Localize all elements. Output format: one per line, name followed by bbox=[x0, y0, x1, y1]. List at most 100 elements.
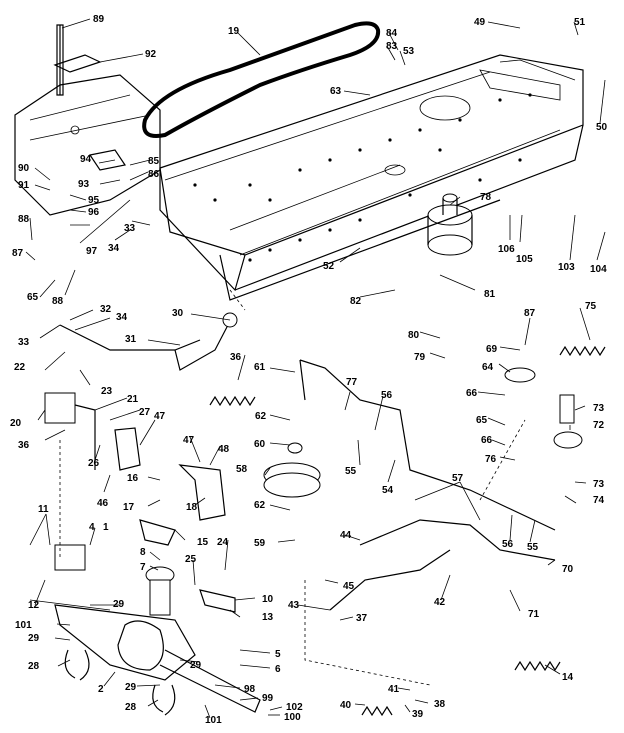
callout-106: 106 bbox=[498, 244, 515, 255]
callout-15: 15 bbox=[197, 537, 209, 548]
callout-59: 59 bbox=[254, 538, 266, 549]
callout-24: 24 bbox=[217, 537, 229, 548]
callout-13: 13 bbox=[262, 612, 274, 623]
callout-86: 86 bbox=[148, 169, 160, 180]
callout-34-b: 34 bbox=[116, 312, 128, 323]
callout-76: 76 bbox=[485, 454, 497, 465]
callout-29-b: 29 bbox=[28, 633, 40, 644]
callout-98: 98 bbox=[244, 684, 256, 695]
callout-41: 41 bbox=[388, 684, 400, 695]
callout-18: 18 bbox=[186, 502, 198, 513]
callout-72: 72 bbox=[593, 420, 605, 431]
callout-1: 1 bbox=[103, 522, 109, 533]
callout-19: 19 bbox=[228, 26, 240, 37]
callout-36-a: 36 bbox=[230, 352, 242, 363]
callout-46: 46 bbox=[97, 498, 109, 509]
callout-62-a: 62 bbox=[255, 411, 267, 422]
callout-16: 16 bbox=[127, 473, 139, 484]
callout-87-a: 87 bbox=[12, 248, 24, 259]
linkage-rods bbox=[59, 312, 556, 686]
callout-23: 23 bbox=[101, 386, 113, 397]
callout-101-b: 101 bbox=[205, 715, 222, 726]
callout-66-a: 66 bbox=[466, 388, 478, 399]
callout-21: 21 bbox=[127, 394, 139, 405]
callout-10: 10 bbox=[262, 594, 274, 605]
callout-79: 79 bbox=[414, 352, 426, 363]
callout-65-a: 65 bbox=[27, 292, 39, 303]
callout-labels: 89 92 19 84 83 53 49 51 63 50 94 85 90 9… bbox=[10, 14, 608, 726]
callout-62-b: 62 bbox=[254, 500, 266, 511]
callout-84: 84 bbox=[386, 28, 398, 39]
callout-34-a: 34 bbox=[108, 243, 120, 254]
callout-48: 48 bbox=[218, 444, 230, 455]
callout-32: 32 bbox=[100, 304, 112, 315]
callout-95: 95 bbox=[88, 195, 100, 206]
callout-57: 57 bbox=[452, 473, 464, 484]
callout-20: 20 bbox=[10, 418, 22, 429]
callout-85: 85 bbox=[148, 156, 160, 167]
callout-60: 60 bbox=[254, 439, 266, 450]
callout-22: 22 bbox=[14, 362, 26, 373]
callout-40: 40 bbox=[340, 700, 352, 711]
callout-88-b: 88 bbox=[52, 296, 64, 307]
callout-70: 70 bbox=[562, 564, 574, 575]
brake-assembly bbox=[44, 392, 526, 613]
callout-52: 52 bbox=[323, 261, 335, 272]
callout-77: 77 bbox=[346, 377, 358, 388]
callout-47-b: 47 bbox=[183, 435, 195, 446]
callout-78: 78 bbox=[480, 192, 492, 203]
callout-82: 82 bbox=[350, 296, 362, 307]
callout-56-a: 56 bbox=[381, 390, 393, 401]
callout-30: 30 bbox=[172, 308, 184, 319]
callout-105: 105 bbox=[516, 254, 533, 265]
callout-73-a: 73 bbox=[593, 403, 605, 414]
callout-47-a: 47 bbox=[154, 411, 166, 422]
callout-29-a: 29 bbox=[113, 599, 125, 610]
callout-11: 11 bbox=[38, 504, 49, 515]
callout-54: 54 bbox=[382, 485, 394, 496]
callout-80: 80 bbox=[408, 330, 420, 341]
callout-93: 93 bbox=[78, 179, 90, 190]
callout-55-b: 55 bbox=[527, 542, 539, 553]
callout-83-a: 83 bbox=[386, 41, 398, 52]
callout-31: 31 bbox=[125, 334, 137, 345]
callout-2: 2 bbox=[98, 684, 104, 695]
callout-69: 69 bbox=[486, 344, 498, 355]
callout-37: 37 bbox=[356, 613, 368, 624]
callout-81: 81 bbox=[484, 289, 496, 300]
callout-96: 96 bbox=[88, 207, 100, 218]
callout-56-b: 56 bbox=[502, 539, 514, 550]
callout-8: 8 bbox=[140, 547, 146, 558]
callout-33-b: 33 bbox=[18, 337, 30, 348]
callout-17: 17 bbox=[123, 502, 135, 513]
callout-36-b: 36 bbox=[18, 440, 30, 451]
callout-101-a: 101 bbox=[15, 620, 32, 631]
callout-71: 71 bbox=[528, 609, 540, 620]
callout-99: 99 bbox=[262, 693, 274, 704]
callout-55-a: 55 bbox=[345, 466, 357, 477]
callout-26: 26 bbox=[88, 458, 100, 469]
callout-29-d: 29 bbox=[125, 682, 137, 693]
callout-73-b: 73 bbox=[593, 479, 605, 490]
callout-63: 63 bbox=[330, 86, 342, 97]
callout-6: 6 bbox=[275, 664, 281, 675]
side-rail bbox=[219, 199, 501, 311]
callout-100: 100 bbox=[284, 712, 301, 723]
callout-89: 89 bbox=[93, 14, 105, 25]
callout-65-b: 65 bbox=[476, 415, 488, 426]
callout-92: 92 bbox=[145, 49, 157, 60]
callout-102: 102 bbox=[286, 702, 303, 713]
callout-25: 25 bbox=[185, 554, 197, 565]
callout-58: 58 bbox=[236, 464, 248, 475]
callout-87-b: 87 bbox=[524, 308, 536, 319]
callout-38: 38 bbox=[434, 699, 446, 710]
callout-94: 94 bbox=[80, 154, 92, 165]
callout-61: 61 bbox=[254, 362, 266, 373]
callout-103: 103 bbox=[558, 262, 575, 273]
callout-44: 44 bbox=[340, 530, 352, 541]
callout-49: 49 bbox=[474, 17, 486, 28]
callout-28-b: 28 bbox=[125, 702, 137, 713]
callout-50: 50 bbox=[596, 122, 608, 133]
